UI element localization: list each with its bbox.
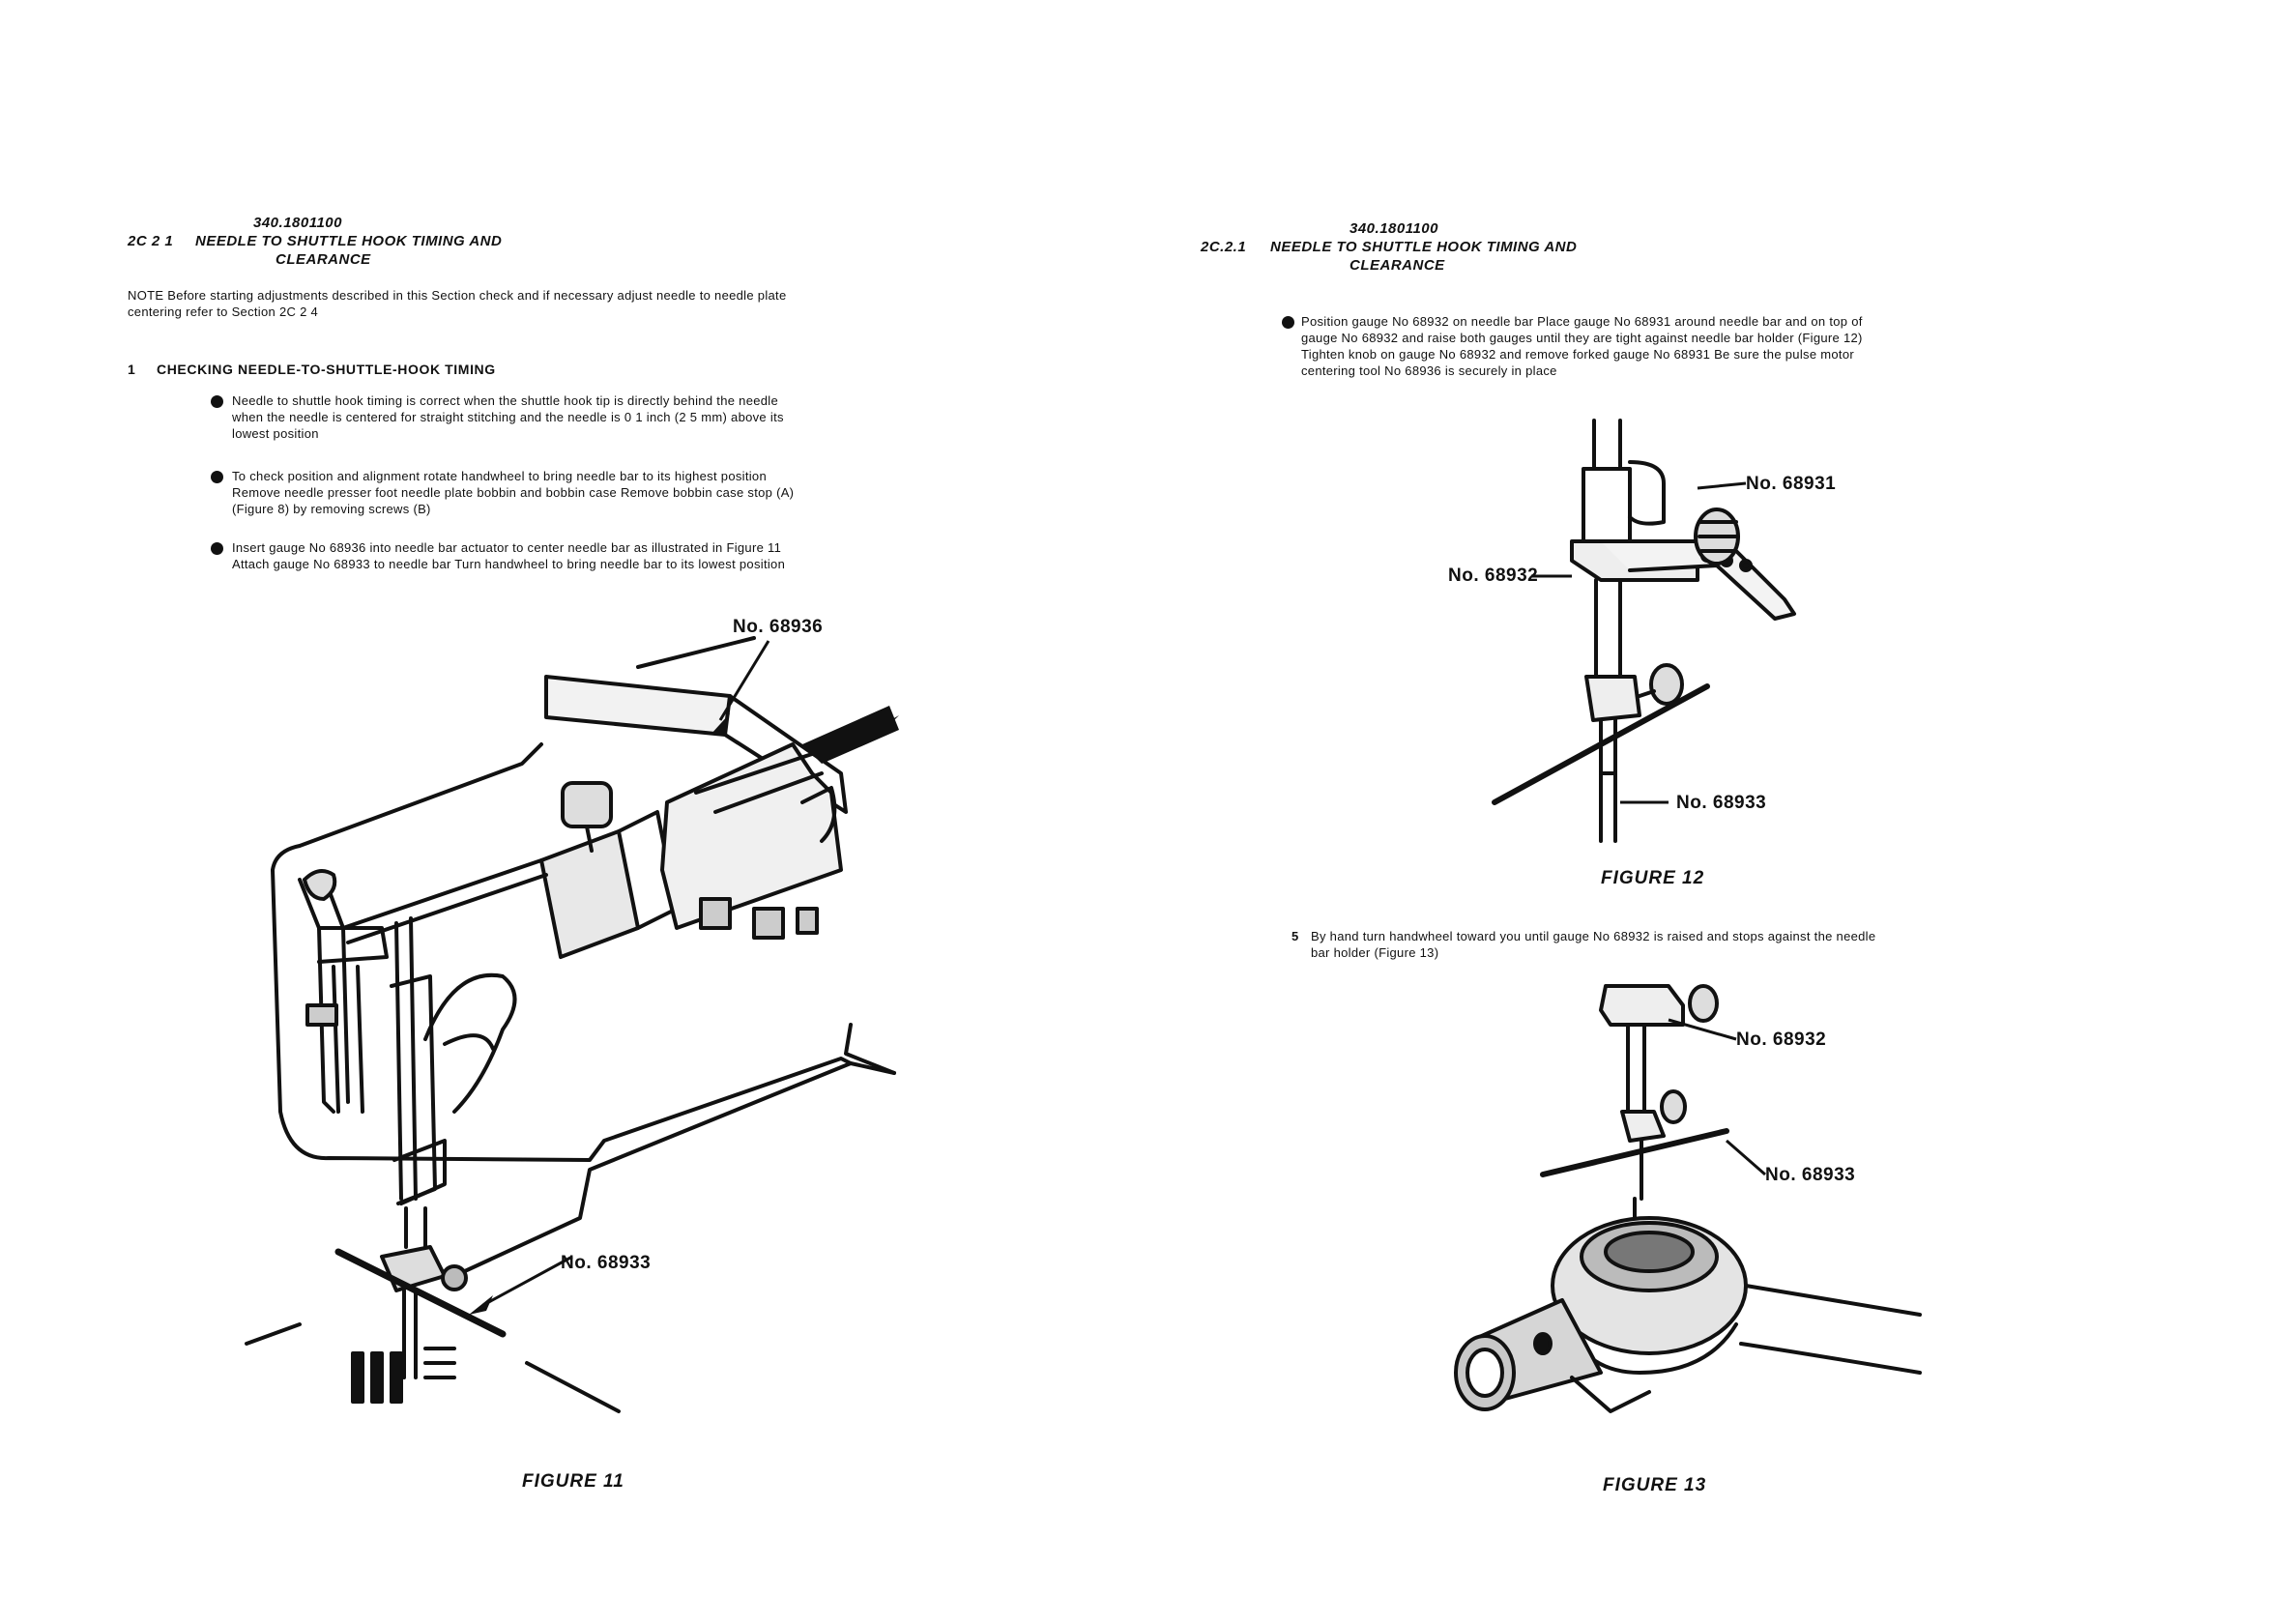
bullet-paragraph: Needle to shuttle hook timing is correct…: [232, 392, 784, 442]
callout-label: No. 68932: [1448, 566, 1539, 586]
callout-label: No. 68933: [1676, 793, 1767, 813]
section-number: 2C.2.1: [1201, 239, 1247, 255]
figure-12-illustration: [1492, 419, 1796, 843]
bullet-line: Remove needle presser foot needle plate …: [232, 485, 795, 500]
bullet-line: (Figure 8) by removing screws (B): [232, 502, 431, 516]
bullet-line: Insert gauge No 68936 into needle bar ac…: [232, 540, 782, 555]
bullet-paragraph: Position gauge No 68932 on needle bar Pl…: [1301, 313, 1863, 379]
note-line: NOTE Before starting adjustments describ…: [128, 288, 787, 303]
bullet-line: To check position and alignment rotate h…: [232, 469, 767, 483]
heading-number: 1: [128, 362, 136, 377]
bullet-line: gauge No 68932 and raise both gauges unt…: [1301, 331, 1863, 345]
note-paragraph: NOTE Before starting adjustments describ…: [128, 287, 1017, 320]
bullet-line: Position gauge No 68932 on needle bar Pl…: [1301, 314, 1863, 329]
bullet-line: centering tool No 68936 is securely in p…: [1301, 363, 1557, 378]
bullet-line: lowest position: [232, 426, 319, 441]
heading: CHECKING NEEDLE-TO-SHUTTLE-HOOK TIMING: [157, 362, 496, 377]
note-line: centering refer to Section 2C 2 4: [128, 304, 319, 319]
bullet-line: Attach gauge No 68933 to needle bar Turn…: [232, 557, 786, 571]
step-line: bar holder (Figure 13): [1311, 945, 1439, 960]
figure-11-illustration: [245, 636, 899, 1413]
figure-caption: FIGURE 12: [1601, 868, 1705, 888]
bullet-paragraph: To check position and alignment rotate h…: [232, 468, 794, 517]
bullet-line: Tighten knob on gauge No 68932 and remov…: [1301, 347, 1854, 362]
callout-label: No. 68932: [1736, 1030, 1827, 1050]
section-title-line2: CLEARANCE: [276, 251, 371, 268]
callout-label: No. 68936: [733, 617, 824, 637]
figure-13-illustration: [1454, 984, 1922, 1413]
bullet-icon: [1282, 316, 1294, 329]
figure-caption: FIGURE 13: [1603, 1475, 1707, 1495]
document-number: 340.1801100: [1350, 220, 1438, 237]
section-number: 2C 2 1: [128, 233, 174, 249]
section-title: NEEDLE TO SHUTTLE HOOK TIMING AND: [1270, 239, 1578, 255]
right-page: 340.1801100 2C.2.1 NEEDLE TO SHUTTLE HOO…: [1146, 0, 2293, 1624]
callout-label: No. 68931: [1746, 474, 1837, 494]
step-number: 5: [1292, 929, 1299, 943]
bullet-line: Needle to shuttle hook timing is correct…: [232, 393, 778, 408]
bullet-icon: [211, 395, 223, 408]
bullet-icon: [211, 542, 223, 555]
bullet-line: when the needle is centered for straight…: [232, 410, 784, 424]
callout-label: No. 68933: [561, 1253, 652, 1273]
callout-label: No. 68933: [1765, 1165, 1856, 1185]
bullet-icon: [211, 471, 223, 483]
bullet-paragraph: Insert gauge No 68936 into needle bar ac…: [232, 539, 785, 572]
section-title: NEEDLE TO SHUTTLE HOOK TIMING AND: [195, 233, 503, 249]
document-number: 340.1801100: [253, 215, 342, 231]
figure-caption: FIGURE 11: [522, 1471, 624, 1492]
step-paragraph: By hand turn handwheel toward you until …: [1311, 928, 1875, 961]
step-line: By hand turn handwheel toward you until …: [1311, 929, 1876, 943]
section-title-line2: CLEARANCE: [1350, 257, 1445, 274]
left-page: 340.1801100 2C 2 1 NEEDLE TO SHUTTLE HOO…: [0, 0, 1146, 1624]
